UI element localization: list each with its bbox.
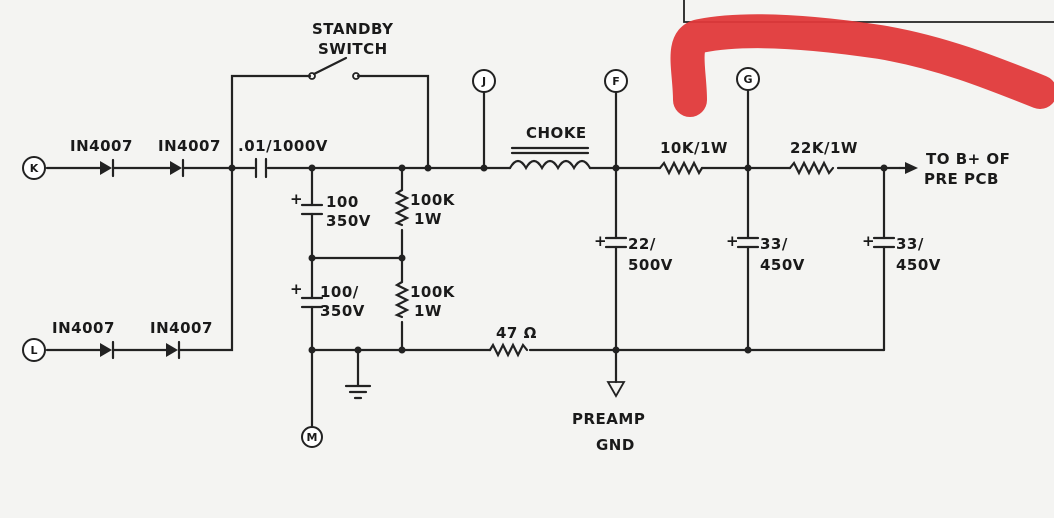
series-cap-label: .01/1000V — [238, 137, 328, 155]
terminal-j: J — [472, 69, 496, 93]
capacitor-33-450v-g — [736, 236, 760, 249]
cap1-label-1: 100 — [326, 193, 359, 211]
capacitor-100-350v-lower — [300, 296, 324, 309]
res-100k-1-label-1: 100K — [410, 191, 456, 209]
terminal-g: G — [736, 67, 760, 91]
output-label-2: PRE PCB — [924, 170, 999, 188]
res-47-label: 47 Ω — [496, 324, 537, 342]
preamp-gnd-label-1: PREAMP — [572, 410, 645, 428]
cap2-label-2: 350V — [320, 302, 365, 320]
res-22k-label: 22K/1W — [790, 139, 858, 157]
cap-out-label-1: 33/ — [896, 235, 924, 253]
choke-inductor — [508, 146, 592, 171]
box-edge — [683, 0, 1054, 23]
capacitor-22-500v — [604, 236, 628, 249]
capacitor-33-450v-out — [872, 236, 896, 249]
diode-l2 — [166, 340, 181, 360]
standby-label-1: STANDBY — [312, 20, 394, 38]
terminal-k: K — [22, 156, 46, 180]
svg-text:F: F — [612, 75, 620, 88]
labels: STANDBY SWITCH IN4007 IN4007 .01/1000V I… — [52, 20, 1010, 454]
diode-l1 — [100, 340, 115, 360]
series-capacitor — [254, 157, 268, 179]
diode-l2-label: IN4007 — [150, 319, 213, 337]
res-10k-label: 10K/1W — [660, 139, 728, 157]
resistor-47-ohm — [488, 342, 529, 358]
output-label-1: TO B+ OF — [926, 150, 1010, 168]
diode-k1 — [100, 158, 115, 178]
res-100k-1-label-2: 1W — [414, 210, 442, 228]
svg-text:M: M — [307, 431, 318, 444]
res-100k-2-label-2: 1W — [414, 302, 442, 320]
terminal-f: F — [604, 69, 628, 93]
svg-text:L: L — [30, 344, 37, 357]
cap-g-label-1: 33/ — [760, 235, 788, 253]
diode-k2 — [170, 158, 185, 178]
choke-label: CHOKE — [526, 124, 587, 142]
resistor-100k-upper — [394, 188, 410, 227]
resistor-10k — [658, 160, 704, 176]
svg-text:K: K — [30, 162, 39, 175]
cap2-label-1: 100/ — [320, 283, 359, 301]
standby-label-2: SWITCH — [318, 40, 388, 58]
cap1-label-2: 350V — [326, 212, 371, 230]
plus-cap-g: + — [726, 232, 739, 250]
wires — [45, 74, 918, 430]
terminal-l: L — [22, 338, 46, 362]
svg-text:G: G — [743, 73, 752, 86]
standby-switch — [308, 56, 360, 80]
diode-k1-label: IN4007 — [70, 137, 133, 155]
res-100k-2-label-1: 100K — [410, 283, 456, 301]
preamp-gnd-label-2: GND — [596, 436, 635, 454]
diode-l1-label: IN4007 — [52, 319, 115, 337]
resistor-100k-lower — [394, 280, 410, 319]
cap-f-label-2: 500V — [628, 256, 673, 274]
red-redaction-scribble — [670, 14, 1054, 117]
cap-out-label-2: 450V — [896, 256, 941, 274]
plus-cap-out: + — [862, 232, 875, 250]
diode-k2-label: IN4007 — [158, 137, 221, 155]
plus-cap-f: + — [594, 232, 607, 250]
cap-g-label-2: 450V — [760, 256, 805, 274]
cap-f-label-1: 22/ — [628, 235, 656, 253]
svg-text:J: J — [481, 75, 486, 88]
plus-cap1: + — [290, 190, 303, 208]
plus-cap2: + — [290, 280, 303, 298]
resistor-22k — [788, 160, 835, 176]
terminal-m: M — [301, 426, 323, 448]
junction-dots — [228, 164, 888, 354]
capacitor-100-350v-upper — [300, 203, 324, 216]
